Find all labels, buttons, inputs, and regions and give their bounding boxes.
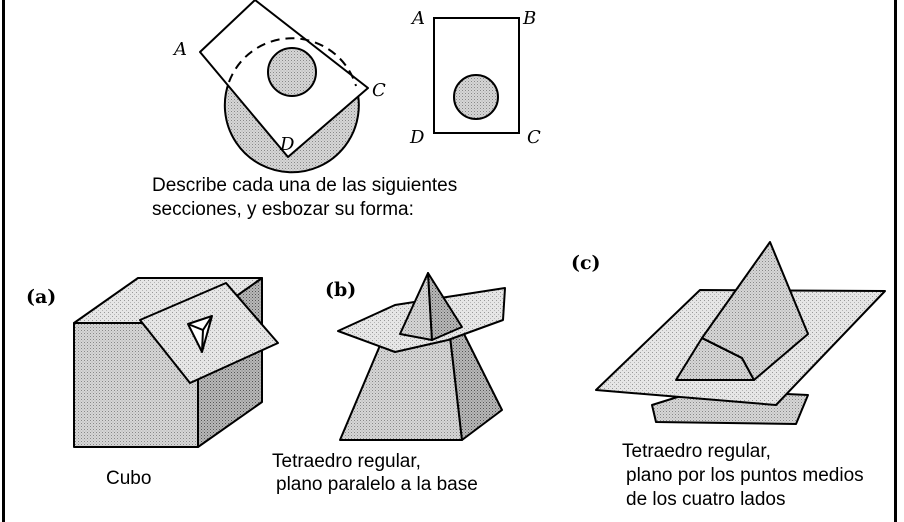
section-disk bbox=[267, 47, 317, 97]
rect-label-c: C bbox=[527, 127, 541, 148]
apex-right-face bbox=[427, 272, 463, 341]
instructions-line2: secciones, y esbozar su forma: bbox=[152, 199, 414, 220]
cube-triangle-inner bbox=[187, 315, 213, 353]
panel-c-tetrahedron: (c) Tetraedro regular, plano por los pun… bbox=[571, 241, 886, 510]
left-frame-rule bbox=[2, 0, 5, 522]
panel-c-tag: (c) bbox=[571, 252, 601, 274]
panel-b-tag: (b) bbox=[325, 279, 356, 301]
panel-b-caption-line1: Tetraedro regular, bbox=[272, 451, 421, 472]
panel-b-tetrahedron: (b) Tetraedro regular, plano paralelo a … bbox=[272, 272, 506, 495]
upper-wedge-edge bbox=[701, 337, 743, 359]
rect-label-b: B bbox=[522, 8, 536, 29]
panel-a-cube: (a) Cubo bbox=[26, 277, 279, 489]
intro-label-d: D bbox=[279, 134, 295, 155]
panel-b-caption-line2: plano paralelo a la base bbox=[276, 474, 478, 495]
intro-label-c: C bbox=[372, 80, 386, 101]
instructions-text: Describe cada una de las siguientes secc… bbox=[152, 174, 457, 222]
rect-label-d: D bbox=[409, 127, 425, 148]
rect-label-a: A bbox=[410, 8, 425, 29]
section-rectangle-disk bbox=[453, 74, 499, 120]
sphere-lower-shaded bbox=[223, 81, 360, 174]
sphere-hidden-arc bbox=[228, 37, 357, 87]
panel-c-caption-line1: Tetraedro regular, bbox=[622, 441, 771, 462]
panel-a-tag: (a) bbox=[26, 286, 56, 308]
panel-a-caption: Cubo bbox=[106, 468, 151, 489]
panel-c-caption-line2: plano por los puntos medios bbox=[626, 465, 864, 486]
instructions-line1: Describe cada una de las siguientes bbox=[152, 175, 458, 196]
section-rectangle-diagram: A B D C bbox=[409, 8, 541, 148]
sphere-section-diagram: A C D bbox=[172, 0, 386, 174]
right-frame-rule bbox=[894, 0, 897, 522]
intro-label-a: A bbox=[172, 39, 187, 60]
cube-cutting-plane bbox=[139, 282, 279, 384]
panel-c-caption-line3: de los cuatro lados bbox=[626, 489, 786, 510]
